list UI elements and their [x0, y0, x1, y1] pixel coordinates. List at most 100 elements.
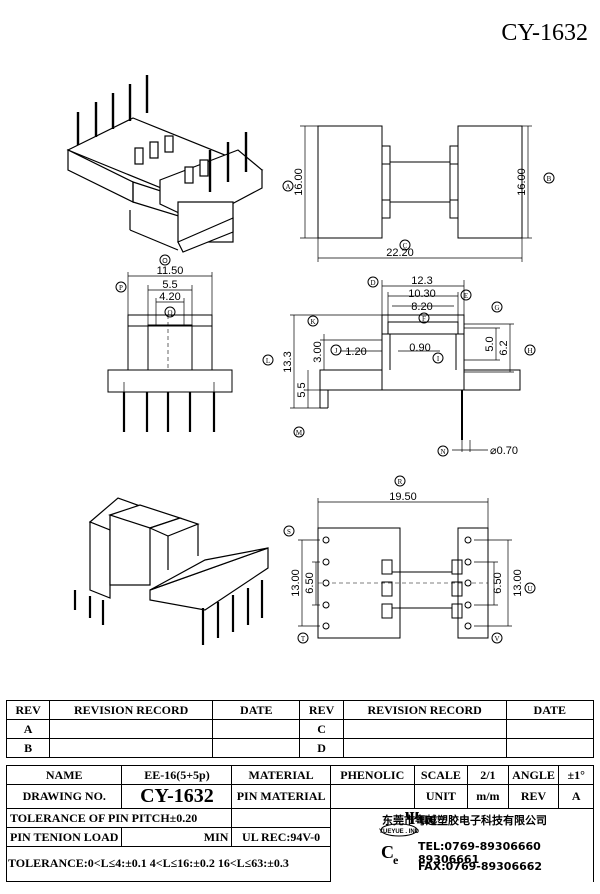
revision-table: REV REVISION RECORD DATE REV REVISION RE… [5, 700, 595, 758]
spec-row-3: TOLERANCE OF PIN PITCH±0.20 [5, 808, 595, 882]
rev-cell: C [299, 719, 344, 739]
svg-text:e: e [393, 853, 399, 867]
dim-12-3: 12.3 [411, 275, 432, 287]
dim-5-5-height: 5.5 [296, 382, 308, 397]
record-cell [342, 738, 507, 758]
svg-text:O: O [162, 258, 168, 265]
pin-pitch-tolerance: TOLERANCE OF PIN PITCH±0.20 [5, 808, 233, 828]
spec-row-1: NAME EE-16(5+5p) MATERIAL PHENOLIC SCALE… [5, 765, 594, 785]
dim-8-20: 8.20 [411, 301, 432, 313]
date-cell [212, 738, 301, 758]
svg-text:K: K [310, 318, 315, 326]
svg-text:C: C [381, 842, 394, 862]
svg-text:G: G [494, 304, 499, 312]
technical-drawing: CY-1632 O [66, 20, 588, 645]
svg-text:S: S [287, 528, 291, 536]
section-view [319, 314, 521, 440]
dim-6-2: 6.2 [498, 340, 510, 355]
svg-text:J: J [335, 347, 338, 355]
company-block: YUEYUE . IND Ψue C e 东莞市粤越塑胶电子科技有限公司 TEL… [379, 808, 595, 892]
date-header: DATE [505, 700, 595, 720]
pin-material-label: PIN MATERIAL [231, 784, 331, 809]
unit-label: UNIT [413, 784, 469, 809]
date-cell [212, 719, 301, 739]
dim-6-50-right: 6.50 [492, 572, 504, 593]
name-label: NAME [5, 765, 123, 785]
svg-text:B: B [547, 175, 552, 183]
pin-tension-value: MIN [121, 827, 233, 847]
tolerance-cell [6, 846, 331, 882]
svg-text:P: P [119, 284, 123, 292]
company-tel: TEL:0769-89306660 89306661 [418, 840, 541, 866]
revision-header-row: REV REVISION RECORD DATE REV REVISION RE… [5, 700, 595, 720]
svg-text:YUEYUE . IND: YUEYUE . IND [379, 829, 420, 835]
record-cell [49, 738, 214, 758]
dim-B-value: 16.00 [516, 168, 528, 196]
angle-label: ANGLE [507, 765, 560, 785]
spec-row-5 [6, 846, 594, 882]
side-view-right [400, 125, 523, 239]
spec-row-2: DRAWING NO. CY-1632 PIN MATERIAL UNIT m/… [5, 784, 594, 809]
record-cell [342, 719, 507, 739]
company-cell [329, 808, 595, 882]
dim-11-50: 11.50 [157, 265, 184, 277]
svg-text:I: I [437, 355, 440, 363]
pin-tension-label: PIN TENION LOAD [5, 827, 123, 847]
rev-cell: B [5, 738, 51, 758]
dim-13-3: 13.3 [282, 351, 294, 372]
svg-text:M: M [296, 429, 303, 437]
dim-13-00-left: 13.00 [290, 569, 302, 597]
svg-text:N: N [440, 448, 445, 456]
dim-3-00: 3.00 [312, 341, 324, 362]
record-cell [49, 719, 214, 739]
date-header: DATE [212, 700, 301, 720]
svg-text:U: U [527, 585, 532, 593]
dim-6-50-left: 6.50 [304, 572, 316, 593]
date-cell [505, 719, 595, 739]
ul-rec: UL REC:94V-0 [231, 827, 331, 847]
material-label: MATERIAL [231, 765, 331, 785]
svg-text:A: A [285, 183, 290, 191]
rev-header: REV [299, 700, 344, 720]
rev-cell: D [299, 738, 344, 758]
dim-19-50: 19.50 [389, 491, 417, 503]
svg-text:T: T [301, 635, 306, 643]
svg-text:V: V [494, 635, 499, 643]
revision-record-header: REVISION RECORD [49, 700, 214, 720]
revision-row: B D [5, 738, 595, 758]
front-view [107, 314, 233, 432]
blank-cell [231, 808, 331, 828]
name-value: EE-16(5+5p) [121, 765, 233, 785]
scale-label: SCALE [413, 765, 469, 785]
rev-header: REV [5, 700, 51, 720]
dim-13-00-right: 13.00 [512, 569, 524, 597]
drawing-no-value: CY-1632 [121, 784, 233, 809]
company-fax: FAX:0769-89306662 [418, 860, 543, 873]
pin-material-value [329, 784, 415, 809]
angle-value: ±1° [558, 765, 594, 785]
svg-text:L: L [266, 357, 270, 365]
dim-1-20: 1.20 [345, 346, 366, 358]
logo-text: Ψue [405, 808, 435, 828]
side-view-left [317, 125, 400, 239]
material-value: PHENOLIC [329, 765, 415, 785]
company-name-cn: 东莞市粤越塑胶电子科技有限公司 [382, 814, 547, 827]
dim-5-0: 5.0 [484, 336, 496, 351]
company-logo: YUEYUE . IND Ψue C e [379, 808, 435, 867]
unit-value: m/m [467, 784, 509, 809]
dim-A-value: 16.00 [293, 168, 305, 196]
rev-label: REV [507, 784, 560, 809]
dim-C-value: 22.20 [386, 247, 414, 259]
svg-text:C: C [403, 242, 408, 250]
svg-text:R: R [398, 478, 403, 486]
svg-text:H: H [527, 347, 532, 355]
date-cell [505, 738, 595, 758]
dim-5-5-width: 5.5 [162, 279, 177, 291]
revision-row: A C [5, 719, 595, 739]
svg-text:D: D [370, 279, 375, 287]
drawing-no-label: DRAWING NO. [5, 784, 123, 809]
general-tolerance: TOLERANCE:0<L≤4:±0.1 4<L≤16:±0.2 16<L≤63… [8, 856, 289, 870]
revision-record-header: REVISION RECORD [342, 700, 507, 720]
svg-text:F: F [422, 315, 426, 323]
dim-0-90: 0.90 [409, 342, 430, 354]
